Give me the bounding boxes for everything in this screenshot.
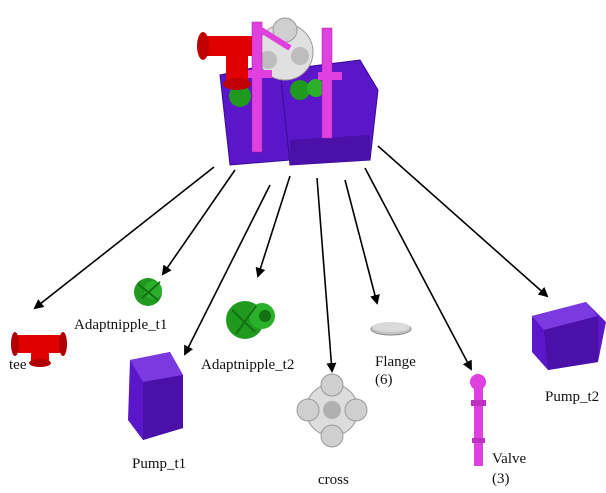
label-adaptnipple-t1: Adaptnipple_t1 [74, 316, 167, 334]
adaptnipple-t1-illustration [134, 278, 162, 306]
arrows [35, 146, 547, 371]
arrow-to-flange [345, 180, 377, 303]
label-valve: Valve [492, 450, 526, 468]
label-flange-count: (6) [375, 371, 393, 389]
arrow-to-valve [365, 168, 471, 369]
arrow-to-tee [35, 167, 214, 308]
label-pump-t2: Pump_t2 [545, 388, 599, 406]
arrow-to-adaptnipple-t2 [258, 176, 290, 276]
label-adaptnipple-t2: Adaptnipple_t2 [201, 356, 294, 374]
label-valve-count: (3) [492, 470, 510, 488]
pump-t2-illustration [532, 302, 606, 370]
arrow-to-adaptnipple-t1 [163, 170, 235, 274]
pump-t1-illustration [128, 352, 183, 440]
valve-illustration [470, 374, 486, 466]
label-tee: tee [9, 356, 26, 374]
label-pump-t1: Pump_t1 [132, 455, 186, 473]
arrow-to-pump-t2 [378, 146, 547, 296]
cross-illustration [297, 374, 367, 447]
adaptnipple-t2-illustration [226, 301, 275, 339]
arrow-to-cross [317, 178, 332, 371]
label-cross: cross [318, 471, 349, 489]
assembled-machine-illustration [197, 18, 378, 165]
label-flange: Flange [375, 353, 416, 371]
flange-illustration [371, 322, 411, 335]
